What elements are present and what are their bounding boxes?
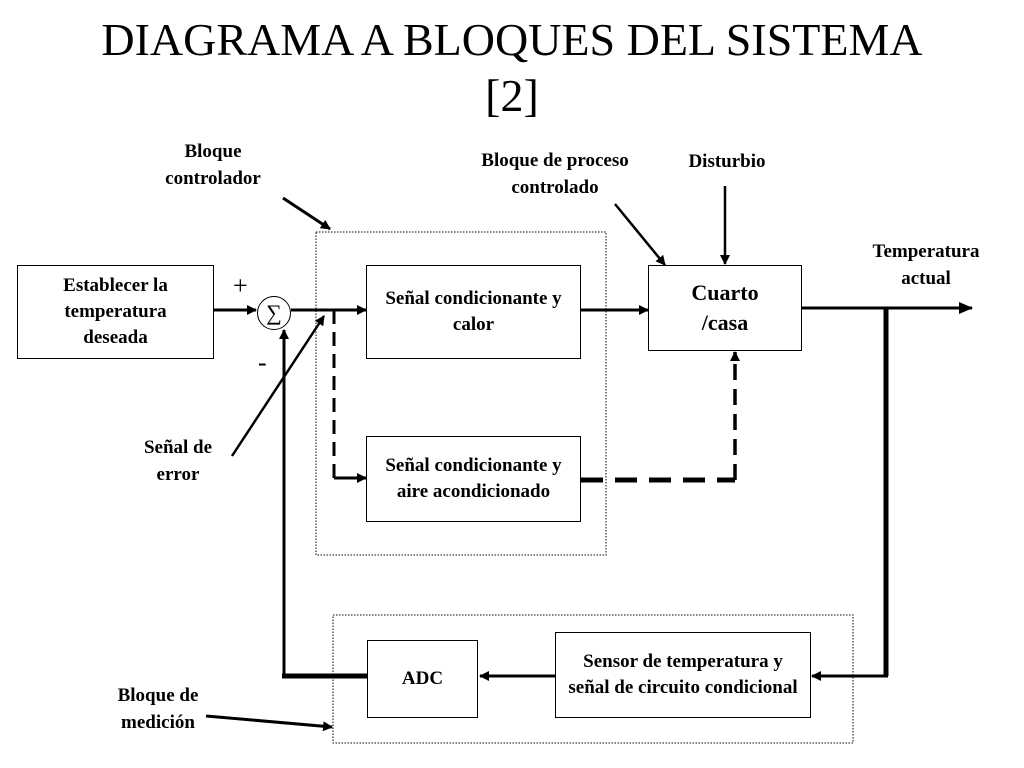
slide-title: DIAGRAMA A BLOQUES DEL SISTEMA [2] <box>0 12 1024 124</box>
error-pointer-arrow <box>230 315 326 457</box>
adc-block-label: ADC <box>401 668 444 689</box>
heat-block-label: Señal condicionante y calor <box>385 288 562 335</box>
actual-temp-text: Temperatura actual <box>872 241 980 289</box>
sensor-block: Sensor de temperatura y señal de circuit… <box>555 632 811 718</box>
error-signal-label: Señal de error <box>128 434 228 488</box>
heat-block: Señal condicionante y calor <box>366 265 581 359</box>
process-block-text: Bloque de proceso controlado <box>481 150 629 198</box>
controller-pointer-arrow <box>282 196 331 231</box>
controller-group-frame <box>315 231 607 556</box>
measurement-block-label: Bloque de medición <box>106 682 210 736</box>
minus-sign: - <box>258 348 267 377</box>
error-signal-text: Señal de error <box>143 437 213 485</box>
disturbance-label: Disturbio <box>688 151 766 172</box>
sigma-symbol: ∑ <box>266 300 282 325</box>
setpoint-block-label: Establecer la temperatura deseada <box>63 275 168 348</box>
process-block-label: Bloque de proceso controlado <box>460 147 650 201</box>
measurement-block-text: Bloque de medición <box>117 685 199 733</box>
controller-block-text: Bloque controlador <box>165 141 261 189</box>
measurement-pointer-arrow <box>205 714 333 732</box>
process-pointer-arrow <box>614 203 666 266</box>
plus-sign: + <box>233 271 248 300</box>
adc-block: ADC <box>367 640 478 718</box>
title-line-2: [2] <box>485 70 539 121</box>
room-block-label: Cuarto /casa <box>691 280 759 335</box>
actual-temp-label: Temperatura actual <box>856 238 996 292</box>
room-block: Cuarto /casa <box>648 265 802 351</box>
ac-block: Señal condicionante y aire acondicionado <box>366 436 581 522</box>
controller-block-label: Bloque controlador <box>148 138 278 192</box>
summing-junction: ∑ <box>257 296 291 330</box>
title-line-1: DIAGRAMA A BLOQUES DEL SISTEMA <box>101 14 923 65</box>
setpoint-block: Establecer la temperatura deseada <box>17 265 214 359</box>
sensor-block-label: Sensor de temperatura y señal de circuit… <box>568 651 798 698</box>
ac-block-label: Señal condicionante y aire acondicionado <box>385 455 562 502</box>
